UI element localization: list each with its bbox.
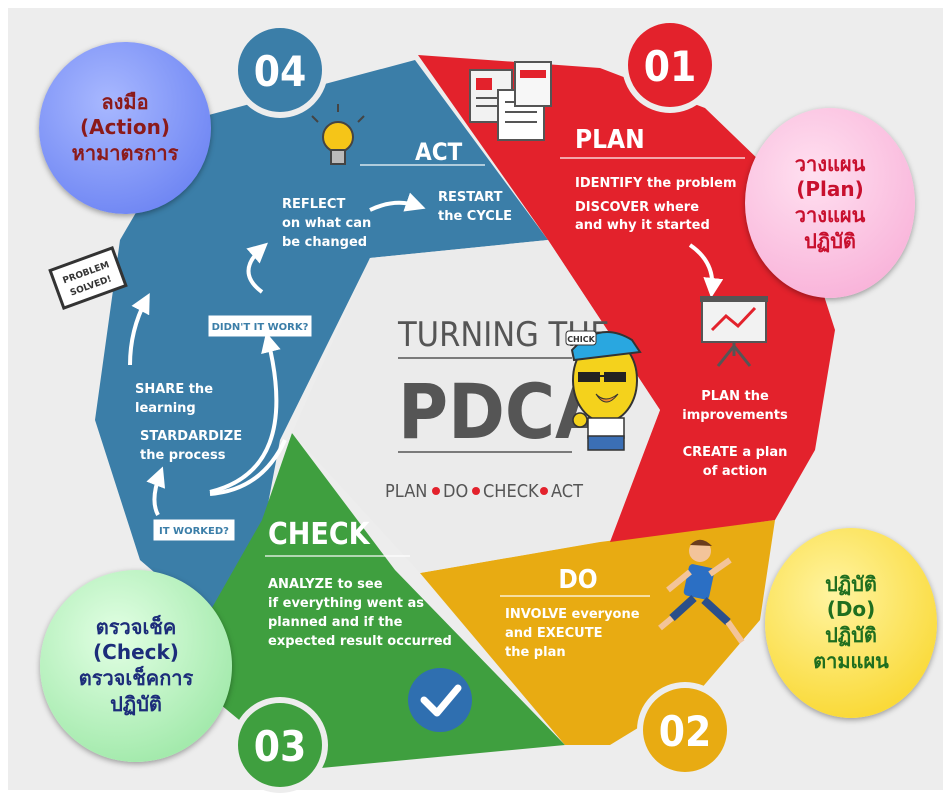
check-text-expected: expected result occurred: [268, 634, 452, 649]
didnt-work-label: DIDN'T IT WORK?: [212, 322, 309, 333]
action-bubble-line-2: (Action): [79, 115, 170, 140]
presentation-board-icon: [700, 296, 768, 367]
plan-arrow: [688, 243, 724, 298]
act-text-process: the process: [140, 448, 226, 463]
step-check: CHECK: [483, 481, 539, 502]
do-bubble-line-3: ปฏิบัติ: [825, 623, 877, 647]
action-bubble-line-3: หามาตรการ: [71, 140, 179, 165]
do-heading: DO: [558, 565, 597, 595]
do-text-plan: the plan: [505, 645, 566, 660]
step-dot-2: [472, 487, 480, 495]
act-text-restart: RESTART: [438, 190, 503, 205]
pdca-steps-line: PLAN DO CHECK ACT: [385, 481, 583, 502]
check-heading: CHECK: [268, 517, 371, 552]
step-dot-1: [432, 487, 440, 495]
plan-text-create: CREATE a plan: [683, 445, 788, 460]
center-area: [292, 240, 660, 573]
plan-text-identify: IDENTIFY the problem: [575, 176, 737, 191]
number-circle-01: [622, 17, 718, 113]
up-arrow-reflect: [246, 242, 268, 294]
plan-text-plan: PLAN the: [701, 389, 769, 404]
check-text-everything: if everything went as: [268, 596, 424, 611]
chick-mascot: CHICK: [565, 330, 642, 451]
act-text-what: on what can: [282, 216, 371, 231]
step-dot-3: [540, 487, 548, 495]
plan-heading: PLAN: [575, 125, 645, 155]
check-number: 03: [254, 722, 307, 771]
plan-text-action: of action: [703, 464, 767, 479]
do-number: 02: [659, 707, 712, 756]
check-bubble-line-2: (Check): [93, 640, 179, 665]
act-text-cycle: the CYCLE: [438, 209, 512, 224]
check-text-planned: planned and if the: [268, 615, 403, 630]
plan-bubble: วางแผน (Plan) วางแผน ปฏิบัติ: [745, 108, 915, 298]
action-bubble: ลงมือ (Action) หามาตรการ: [39, 42, 211, 214]
checkmark-icon: [408, 668, 472, 732]
do-bubble-line-4: ตามแผน: [813, 648, 889, 673]
plan-text-improvements: improvements: [682, 408, 788, 423]
action-bubble-line-1: ลงมือ: [101, 89, 149, 114]
runner-icon: [658, 539, 745, 644]
act-segment: [95, 60, 548, 620]
check-segment: [205, 433, 565, 770]
restart-arrow: [369, 192, 426, 212]
plan-text-discover: DISCOVER where: [575, 200, 699, 215]
check-text-analyze: ANALYZE to see: [268, 577, 383, 592]
documents-icon: [469, 61, 552, 141]
act-text-standardize: STARDARDIZE: [140, 429, 242, 444]
didnt-work-box: [207, 314, 313, 338]
number-circle-02: [637, 682, 733, 778]
step-do: DO: [443, 481, 468, 502]
act-heading: ACT: [415, 138, 463, 166]
loop-arrow: [209, 332, 281, 494]
up-arrow-worked: [146, 466, 166, 516]
down-arrow-check: [209, 439, 287, 496]
check-bubble-line-3: ตรวจเช็คการ: [78, 666, 194, 690]
step-act: ACT: [551, 481, 583, 502]
up-arrow-share: [128, 292, 150, 366]
plan-segment: [418, 55, 835, 542]
do-bubble: ปฏิบัติ (Do) ปฏิบัติ ตามแผน: [765, 528, 937, 718]
problem-solved-stamp: PROBLEM SOLVED!: [48, 245, 128, 311]
act-text-reflect: REFLECT: [282, 197, 345, 212]
plan-number: 01: [644, 42, 697, 91]
check-bubble-line-1: ตรวจเช็ค: [95, 614, 177, 639]
plan-text-why: and why it started: [575, 218, 710, 233]
plan-bubble-line-2: (Plan): [796, 177, 864, 202]
check-bubble: ตรวจเช็ค (Check) ตรวจเช็คการ ปฏิบัติ: [40, 570, 232, 762]
number-circle-04: [232, 22, 328, 118]
number-circle-03: [232, 697, 328, 793]
it-worked-box: [152, 518, 236, 542]
act-text-learning: learning: [135, 401, 196, 416]
do-text-involve: INVOLVE everyone: [505, 607, 640, 622]
do-bubble-line-1: ปฏิบัติ: [825, 571, 877, 596]
act-number: 04: [254, 47, 307, 96]
do-bubble-line-2: (Do): [826, 597, 876, 622]
plan-bubble-line-4: ปฏิบัติ: [804, 228, 856, 253]
step-plan: PLAN: [385, 481, 427, 502]
lightbulb-icon: [311, 104, 365, 165]
plan-bubble-line-1: วางแผน: [794, 151, 866, 176]
mascot-badge: CHICK: [567, 335, 595, 344]
it-worked-label: IT WORKED?: [159, 526, 229, 537]
act-text-changed: be changed: [282, 235, 367, 250]
act-text-share: SHARE the: [135, 382, 213, 397]
plan-bubble-line-3: วางแผน: [794, 203, 866, 227]
do-text-execute: and EXECUTE: [505, 626, 603, 641]
check-bubble-line-4: ปฏิบัติ: [110, 691, 162, 716]
